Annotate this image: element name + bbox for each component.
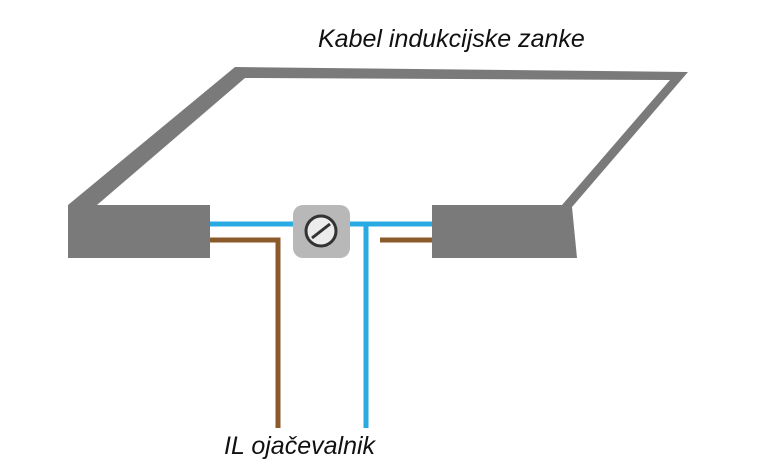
- brown-wire: [210, 237, 432, 428]
- blue-wire: [210, 221, 432, 428]
- connector-terminal: [293, 205, 350, 258]
- screw-slot-icon: [311, 222, 331, 240]
- loop-cable-label: Kabel indukcijske zanke: [318, 25, 585, 53]
- loop-cable-frame: [68, 67, 688, 258]
- amplifier-label: IL ojačevalnik: [224, 432, 376, 460]
